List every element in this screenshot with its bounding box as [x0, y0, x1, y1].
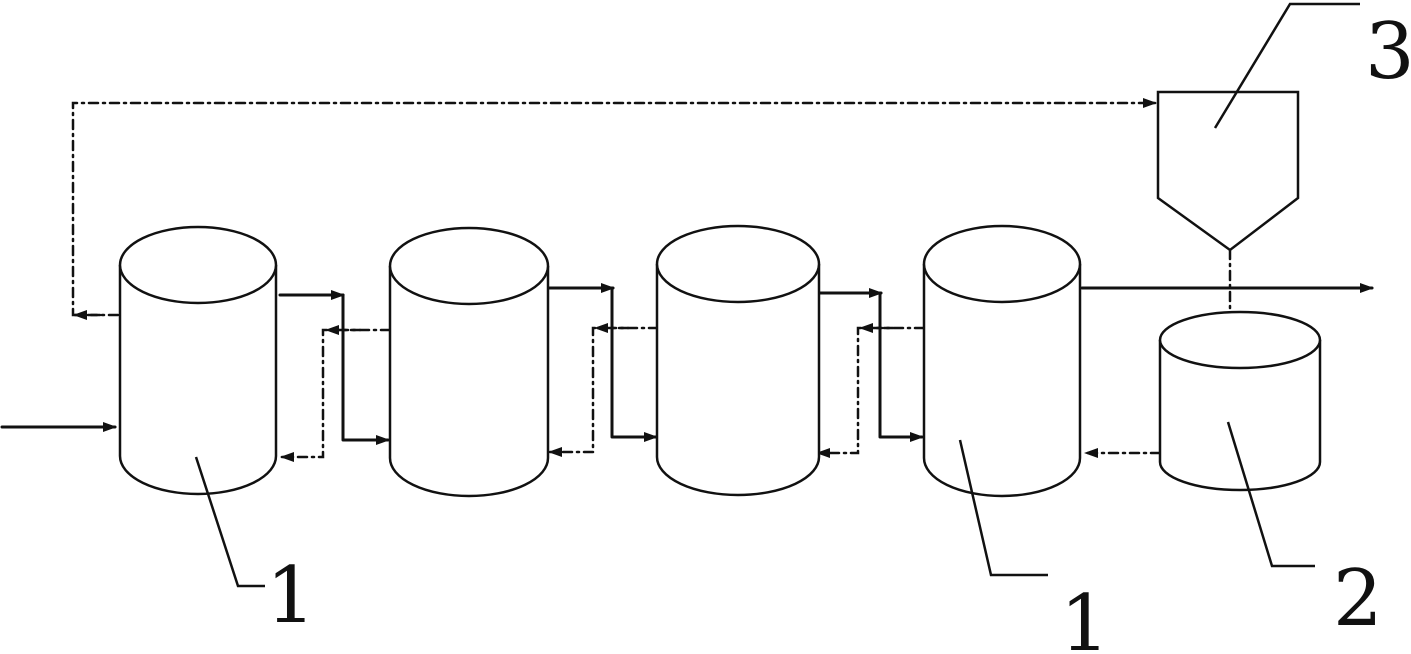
tank-1	[118, 225, 278, 496]
leader-hopper-3	[1213, 2, 1360, 129]
forward-flow-lines	[0, 283, 1374, 445]
label-tank-4: 1	[1060, 579, 1110, 654]
label-tank-1: 1	[266, 551, 316, 641]
tank-3	[655, 224, 821, 497]
flow-tank2-to-tank3	[546, 286, 658, 442]
tank-2	[388, 226, 550, 498]
leader-vessel-2	[1226, 421, 1315, 568]
vessel-2	[1158, 310, 1322, 492]
return-tank4-to-tank3	[816, 326, 926, 458]
leader-tank-1	[194, 456, 265, 588]
hopper-3	[1156, 90, 1300, 252]
label-vessel-2: 2	[1333, 554, 1383, 644]
label-leaders	[194, 2, 1360, 588]
label-hopper-3: 3	[1365, 7, 1411, 97]
tank-4	[922, 224, 1082, 498]
leader-tank-4	[958, 439, 1048, 577]
flow-tank1-to-tank2	[278, 293, 390, 445]
return-flow-lines	[71, 98, 1235, 462]
return-tank3-to-tank2	[548, 326, 660, 457]
return-tank2-to-tank1	[280, 328, 392, 462]
flow-tank3-to-tank4	[816, 291, 924, 442]
